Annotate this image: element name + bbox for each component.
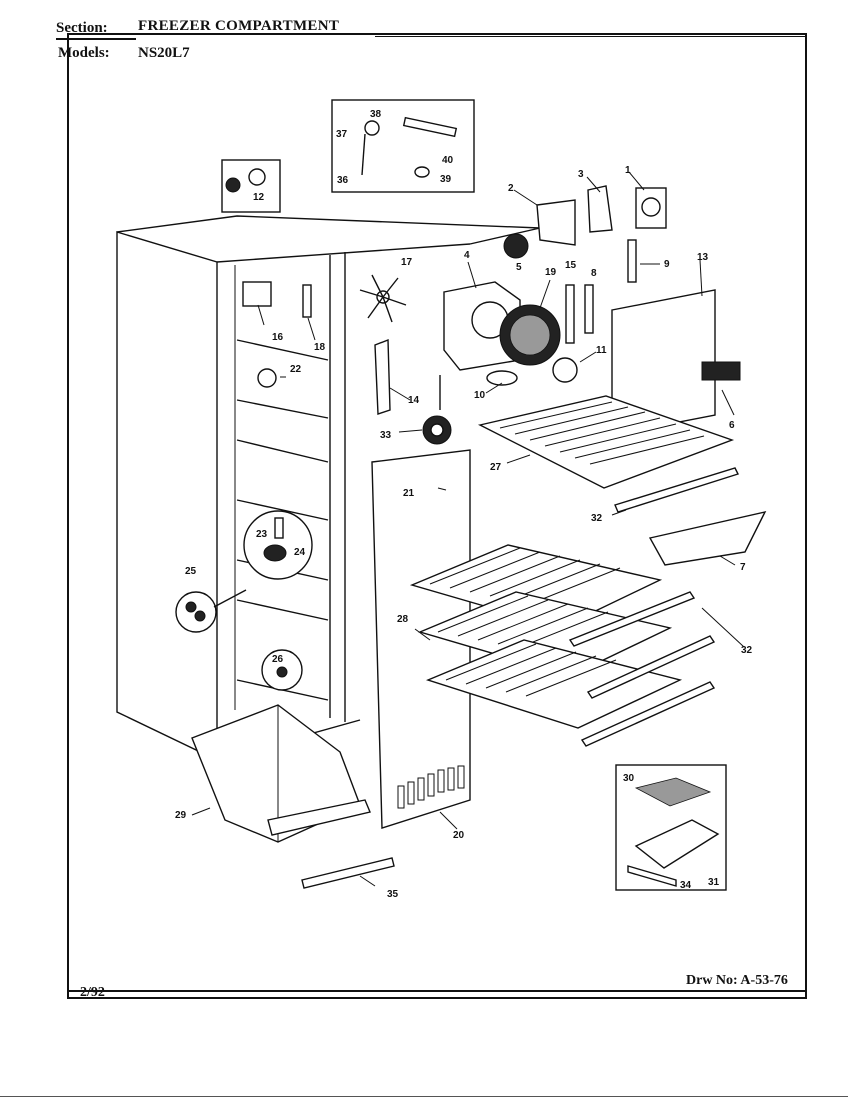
leader-lines [191,171,745,887]
knob-part-38 [364,120,380,136]
socket-part-10 [486,370,518,386]
label-20: 20 [453,830,465,841]
footer-divider [67,990,807,992]
models-label: Models: [58,45,110,61]
part-16 [242,281,272,307]
label-32b: 32 [741,645,753,656]
label-5: 5 [516,262,522,273]
capillary-part-36 [361,133,366,176]
label-9: 9 [664,259,670,270]
label-35: 35 [387,889,399,900]
label-33: 33 [380,430,392,441]
damper-parts [536,185,741,436]
label-31: 31 [708,877,720,888]
grommet-part-5 [503,233,529,259]
label-16: 16 [272,332,284,343]
part-number-labels: 1 2 3 4 5 6 7 8 9 10 11 12 13 14 15 16 1… [175,109,753,900]
label-14: 14 [408,395,420,406]
bracket-part-14 [374,338,391,415]
label-22: 22 [290,364,302,375]
fan-assembly [359,233,578,445]
label-1: 1 [625,165,631,176]
drawing-frame [67,33,807,999]
label-3: 3 [578,169,584,180]
label-38: 38 [370,109,382,120]
section-title: FREEZER COMPARTMENT [138,18,340,34]
label-30: 30 [623,773,635,784]
bulb-part-11 [552,357,578,383]
callout-circle-25 [175,591,217,633]
ice-bucket-part-31 [634,819,720,869]
label-27: 27 [490,462,502,473]
shelf-middle-part-28 [409,544,683,729]
label-24: 24 [294,547,306,558]
label-36: 36 [337,175,349,186]
label-39: 39 [440,174,452,185]
bracket-part-3 [587,185,613,233]
label-21: 21 [403,488,415,499]
door-small-parts [175,281,313,691]
light-part-9 [627,239,637,283]
footer-date: 2/92 [80,985,105,1000]
door-bin-part-7 [648,510,767,566]
ice-tray-part-30 [634,777,712,807]
label-29: 29 [175,810,187,821]
part-18 [302,284,312,318]
label-11: 11 [596,345,607,356]
label-40: 40 [442,155,454,166]
inset-box-part-12 [221,159,281,213]
cover-part-13 [611,289,716,436]
model-number: NS20L7 [138,45,190,61]
label-18: 18 [314,342,326,353]
page-bottom-rule [0,1096,848,1097]
housing-part-2 [536,199,576,246]
label-37: 37 [336,129,348,140]
label-34: 34 [680,880,692,891]
drawing-number: Drw No: A-53-76 [686,973,788,988]
inset-box-control-parts [331,99,475,193]
rail-part-8 [584,284,594,334]
inset-box-ice-tray [615,764,727,891]
bracket-part-15 [565,284,575,344]
label-13: 13 [697,252,709,263]
grille-vents [397,765,465,809]
label-12: 12 [253,192,265,203]
label-6: 6 [729,420,735,431]
shelf-trims-part-32 [568,467,739,747]
part-22 [257,368,277,388]
label-17: 17 [401,257,413,268]
evaporator-cover-part-20 [371,449,471,829]
shelf-upper-part-27 [477,395,735,489]
ice-bin-part-29 [191,704,371,843]
label-32a: 32 [591,513,603,524]
trim-part-35 [301,857,395,889]
rod-part-40 [402,116,458,138]
label-10: 10 [474,390,486,401]
label-8: 8 [591,268,597,279]
label-part-6 [701,361,741,381]
label-2: 2 [508,183,514,194]
label-7: 7 [740,562,746,573]
bushing-part-39 [414,166,430,178]
label-23: 23 [256,529,268,540]
label-26: 26 [272,654,284,665]
label-19: 19 [545,267,557,278]
part-34 [627,865,677,887]
label-28: 28 [397,614,409,625]
label-4: 4 [464,250,470,261]
label-25: 25 [185,566,197,577]
section-label: Section: [56,20,108,36]
label-15: 15 [565,260,577,271]
